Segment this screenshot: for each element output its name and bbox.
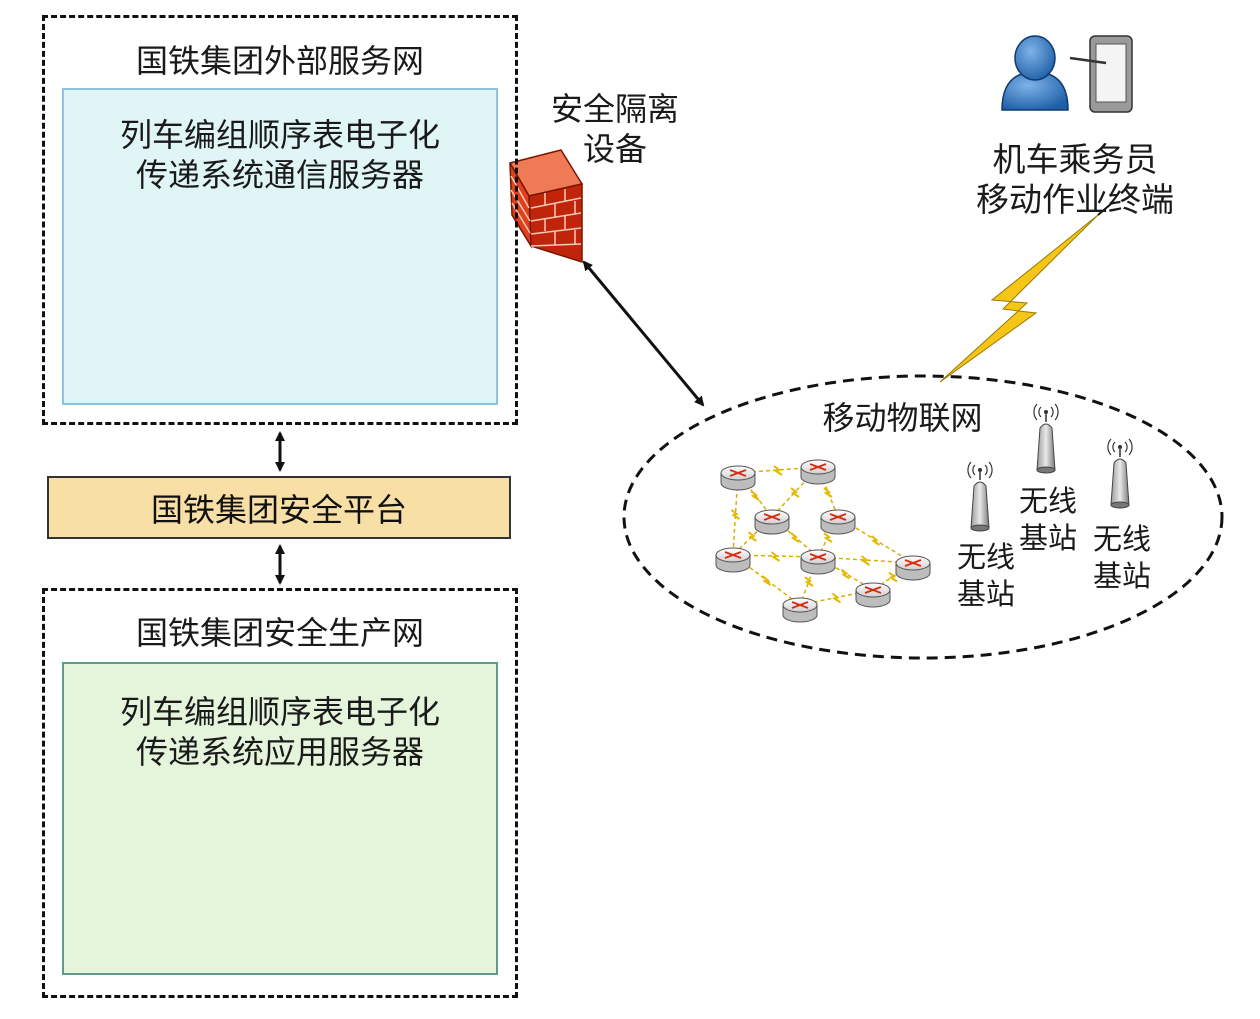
base-stations bbox=[967, 403, 1133, 532]
mesh-link-bolt bbox=[790, 532, 800, 543]
firewall-iot-link bbox=[582, 260, 705, 407]
router-icon bbox=[715, 547, 751, 573]
mesh-link-bolt bbox=[790, 487, 800, 498]
firewall-icon bbox=[508, 149, 584, 264]
router-icon bbox=[820, 509, 856, 535]
mesh-link-bolt bbox=[747, 531, 758, 542]
user-with-tablet-icon bbox=[1001, 35, 1133, 113]
router-icon bbox=[855, 582, 891, 608]
base-station-3-label-line2: 基站 bbox=[1092, 559, 1151, 593]
mesh-link-bolt bbox=[823, 487, 833, 498]
base-station-2-antenna-icon bbox=[1033, 403, 1059, 474]
firewall-label-line1: 安全隔离 bbox=[550, 90, 679, 128]
security-platform-box: 国铁集团安全平台 bbox=[47, 476, 511, 539]
firewall-label-line2: 设备 bbox=[582, 130, 647, 168]
base-station-2-label-line2: 基站 bbox=[1018, 521, 1077, 555]
base-station-1-label-line1: 无线 bbox=[956, 540, 1015, 574]
router-icon bbox=[895, 555, 931, 581]
application-server-box bbox=[62, 662, 498, 975]
communication-server-box bbox=[62, 88, 498, 405]
wireless-lightning-icon bbox=[939, 214, 1099, 383]
application-server-label-line2: 传递系统应用服务器 bbox=[135, 733, 424, 771]
mesh-link bbox=[771, 466, 819, 518]
base-station-1-antenna-icon bbox=[967, 461, 993, 532]
terminal-label-line2: 移动作业终端 bbox=[976, 180, 1174, 219]
mesh-link-bolt bbox=[761, 575, 772, 586]
mesh-link-bolt bbox=[804, 576, 814, 587]
base-station-3-label-line1: 无线 bbox=[1092, 522, 1151, 556]
base-station-1-label-line2: 基站 bbox=[956, 577, 1015, 611]
router-icon bbox=[800, 459, 836, 485]
mesh-network bbox=[715, 459, 931, 623]
mesh-link-bolt bbox=[870, 535, 881, 546]
iot-network-title: 移动物联网 bbox=[822, 399, 983, 437]
communication-server-label-line1: 列车编组顺序表电子化 bbox=[119, 116, 440, 154]
router-icon bbox=[754, 509, 790, 535]
mesh-link-bolt bbox=[823, 532, 833, 543]
router-icon bbox=[782, 597, 818, 623]
mesh-link-bolt bbox=[831, 592, 842, 604]
production-network-zone bbox=[42, 588, 518, 998]
mesh-link-bolt bbox=[860, 555, 871, 566]
base-station-2-label-line1: 无线 bbox=[1018, 484, 1077, 518]
security-platform-label: 国铁集团安全平台 bbox=[150, 490, 407, 529]
communication-server-label-line2: 传递系统通信服务器 bbox=[135, 156, 424, 194]
mesh-link-bolt bbox=[730, 509, 741, 520]
mesh-link-bolt bbox=[750, 490, 760, 501]
external-network-zone bbox=[42, 15, 518, 425]
base-station-3-antenna-icon bbox=[1107, 438, 1133, 509]
terminal-label-line1: 机车乘务员 bbox=[992, 140, 1158, 179]
router-icon bbox=[800, 549, 836, 575]
mesh-link-bolt bbox=[840, 568, 851, 580]
mesh-link-bolt bbox=[773, 465, 783, 476]
iot-network-boundary bbox=[622, 374, 1224, 660]
mesh-link-bolt bbox=[770, 551, 781, 562]
router-icon bbox=[720, 465, 756, 491]
signal-line bbox=[1097, 202, 1113, 216]
production-network-title: 国铁集团安全生产网 bbox=[135, 614, 424, 652]
external-network-title: 国铁集团外部服务网 bbox=[135, 42, 424, 80]
mesh-link-bolt bbox=[888, 571, 898, 583]
application-server-label-line1: 列车编组顺序表电子化 bbox=[119, 693, 440, 731]
